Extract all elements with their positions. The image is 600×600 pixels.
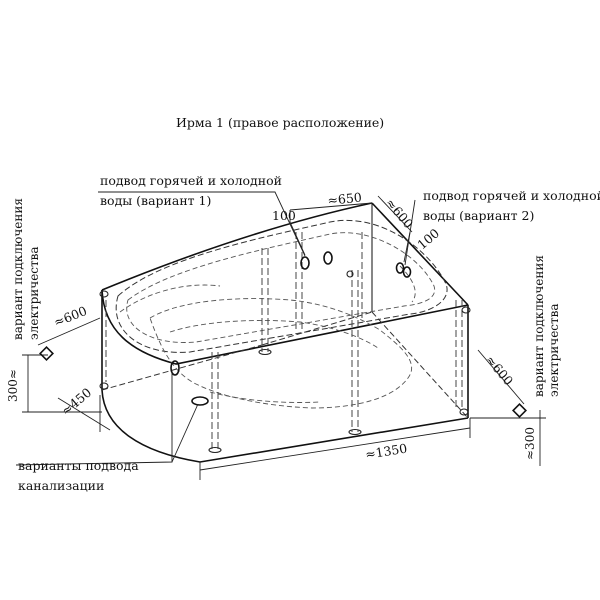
label-hot-cold-v2-line2: воды (вариант 2) — [423, 208, 534, 223]
label-drain-line2: канализации — [18, 478, 104, 493]
corner-mark-bl — [99, 382, 109, 390]
leader-hot-cold-v1 — [98, 191, 306, 257]
leader-drain-b — [171, 403, 199, 463]
dim-300-left-text: 300≈ — [6, 369, 20, 402]
label-electric-right-line1: вариант подключения — [532, 255, 546, 397]
dim-450-text: ≈450 — [58, 385, 94, 419]
leader-drain-a — [15, 372, 173, 466]
hidden-bottom-left — [101, 344, 263, 391]
dim-100-left-line — [289, 221, 306, 256]
label-electric-left-line1: вариант подключения — [11, 198, 25, 340]
dim-600-left-line — [37, 317, 101, 346]
tub-enclosure — [101, 202, 469, 463]
hidden-bottom-right — [371, 311, 469, 419]
top-front-edge — [101, 289, 469, 365]
dim-1350-line — [199, 427, 471, 471]
dim-600-left-text: ≈600 — [52, 303, 89, 330]
label-electric-right-line2: электричества — [547, 303, 561, 397]
corner-mark-tl — [99, 290, 109, 298]
label-drain-line1: варианты подвода — [18, 458, 139, 473]
support-legs — [99, 232, 471, 454]
dim-600-right-line — [477, 349, 525, 405]
top-back-curve-edge — [101, 202, 373, 291]
leader-hot-cold-v2 — [404, 199, 416, 266]
drain-variant-a — [170, 360, 180, 376]
label-hot-cold-v1-line2: воды (вариант 1) — [100, 193, 211, 208]
electric-marker-left — [39, 346, 54, 361]
corner-mark-br — [459, 408, 469, 416]
dim-300-right-text: ≈300 — [523, 427, 537, 460]
bowl-contour-2 — [209, 391, 321, 403]
tub-bowl — [115, 220, 448, 409]
water-inlet-v1-b — [323, 251, 333, 265]
drain-variant-b — [191, 396, 209, 406]
fittings — [170, 251, 412, 406]
water-inlet-v1-a — [300, 256, 310, 270]
overflow-mark — [346, 270, 354, 278]
label-hot-cold-v1-line1: подвод горячей и холодной — [100, 173, 282, 188]
foot-back-left — [258, 348, 272, 356]
callout-leaders — [15, 191, 416, 466]
dim-600-top-line — [377, 195, 413, 233]
bottom-front-edge — [101, 389, 469, 463]
top-right-edge — [371, 202, 469, 306]
bowl-rim — [115, 220, 448, 353]
bowl-contour-1 — [169, 320, 379, 349]
bowl-bottom — [149, 298, 413, 409]
water-inlet-v2-a — [395, 262, 405, 274]
dim-600-right-text: ≈600 — [483, 352, 517, 388]
bowl-inner-rim — [126, 232, 436, 343]
dim-100-right-text: 100 — [414, 225, 442, 252]
water-inlet-v2-b — [402, 266, 412, 278]
electric-marker-right — [512, 403, 527, 418]
foot-front-right — [348, 428, 362, 436]
dim-100-left-text: 100 — [272, 208, 296, 223]
dimension-lines — [22, 195, 546, 480]
label-electric-left-line2: электричества — [27, 246, 41, 340]
foot-front-left — [208, 446, 222, 454]
hidden-bottom-back — [261, 311, 373, 346]
label-hot-cold-v2-line1: подвод горячей и холодной — [423, 188, 600, 203]
bowl-contour-3 — [119, 284, 221, 313]
dim-650-line — [289, 202, 373, 211]
dim-450-line — [57, 397, 111, 431]
dim-650-text: ≈650 — [327, 189, 363, 208]
diagram-title: Ирма 1 (правое расположение) — [176, 115, 384, 130]
corner-mark-tr — [461, 306, 471, 314]
dim-1350-text: ≈1350 — [364, 441, 408, 462]
electric-markers — [39, 346, 527, 418]
